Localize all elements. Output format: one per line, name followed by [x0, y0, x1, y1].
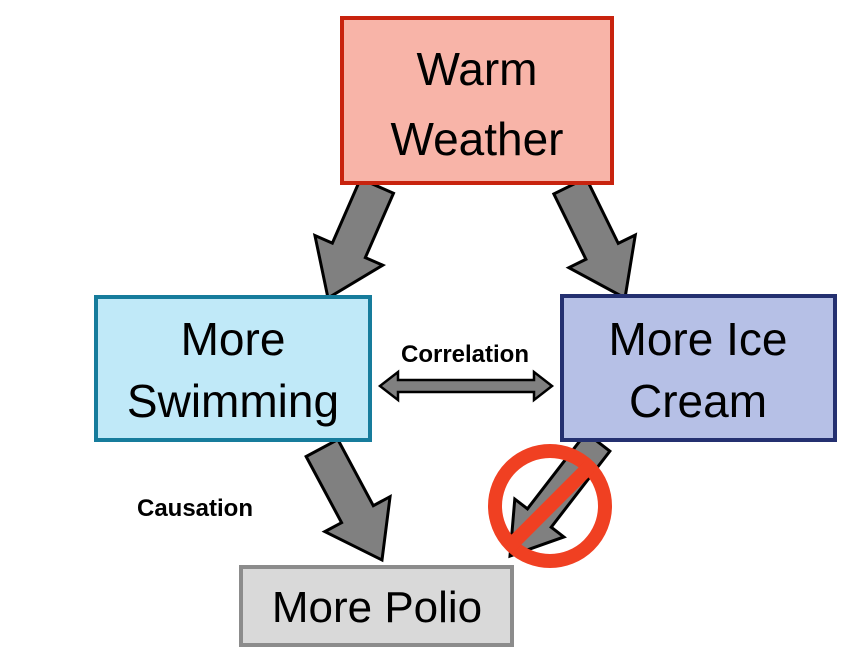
warm-weather-line1: Warm	[417, 43, 538, 95]
arrow-warm-to-icecream	[551, 176, 638, 301]
polio-box	[239, 565, 514, 647]
polio-label: More Polio	[272, 583, 482, 632]
swimming-box	[94, 295, 372, 442]
prohibited-icon	[488, 444, 612, 568]
ice-cream-line2: Cream	[629, 375, 767, 427]
warm-weather-line2: Weather	[390, 113, 563, 165]
swimming-line1: More	[181, 313, 286, 365]
correlation-double-arrow	[377, 369, 555, 403]
warm-weather-box	[340, 16, 614, 185]
arrow-warm-to-swimming	[312, 176, 396, 301]
swimming-line2: Swimming	[127, 375, 339, 427]
causation-label: Causation	[137, 495, 253, 522]
arrow-swimming-to-polio	[304, 437, 392, 563]
correlation-label: Correlation	[401, 341, 529, 368]
ice-cream-box	[560, 294, 837, 442]
ice-cream-line1: More Ice	[609, 313, 788, 365]
